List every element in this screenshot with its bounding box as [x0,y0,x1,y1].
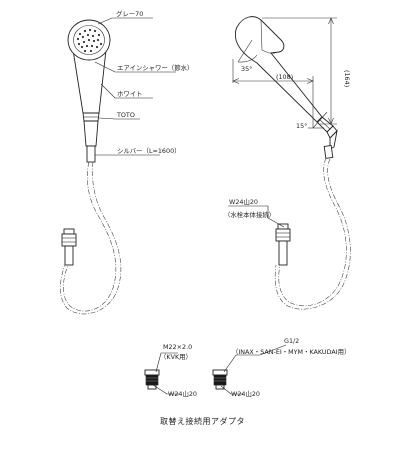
spray-nozzles [76,28,103,53]
label-kvk: （KVK用） [160,353,192,361]
right-hose-fitting [275,223,291,266]
dim-angle-15: 15° [296,122,307,130]
front-leaders [94,17,176,156]
side-dimensions [232,17,337,129]
front-view-shower-head [67,19,111,163]
label-aerated-shower: エアインシャワー（節水） [117,63,193,72]
label-faucet-connection: （水栓本体接続） [224,210,275,219]
adapter-kvk [144,369,160,390]
dim-108: (108) [276,73,293,81]
label-adapter-w24-right: W24山20 [231,389,260,398]
left-hose [63,161,117,312]
adapter-inax [212,369,228,390]
label-white: ホワイト [117,90,143,98]
label-adapter-w24-left: W24山20 [168,389,197,398]
left-hose-fitting [61,228,77,266]
caption-adapter: 取替え接続用アダプタ [160,416,245,426]
dim-164: (164) [343,70,351,87]
label-toto: TOTO [116,111,135,119]
right-hose [278,157,347,307]
label-g-half: G1/2 [284,337,299,345]
label-grey: グレー70 [116,9,143,18]
dim-angle-35: 35° [241,65,252,73]
label-inax-etc: （INAX・SAN-EI・MYM・KAKUDAI用） [232,348,350,356]
label-thread-w24: W24山20 [229,197,258,206]
label-silver-hose: シルバー（L=1600） [117,147,181,155]
side-view-shower-head [234,16,338,159]
label-m22-thread: M22×2.0 [163,343,192,351]
